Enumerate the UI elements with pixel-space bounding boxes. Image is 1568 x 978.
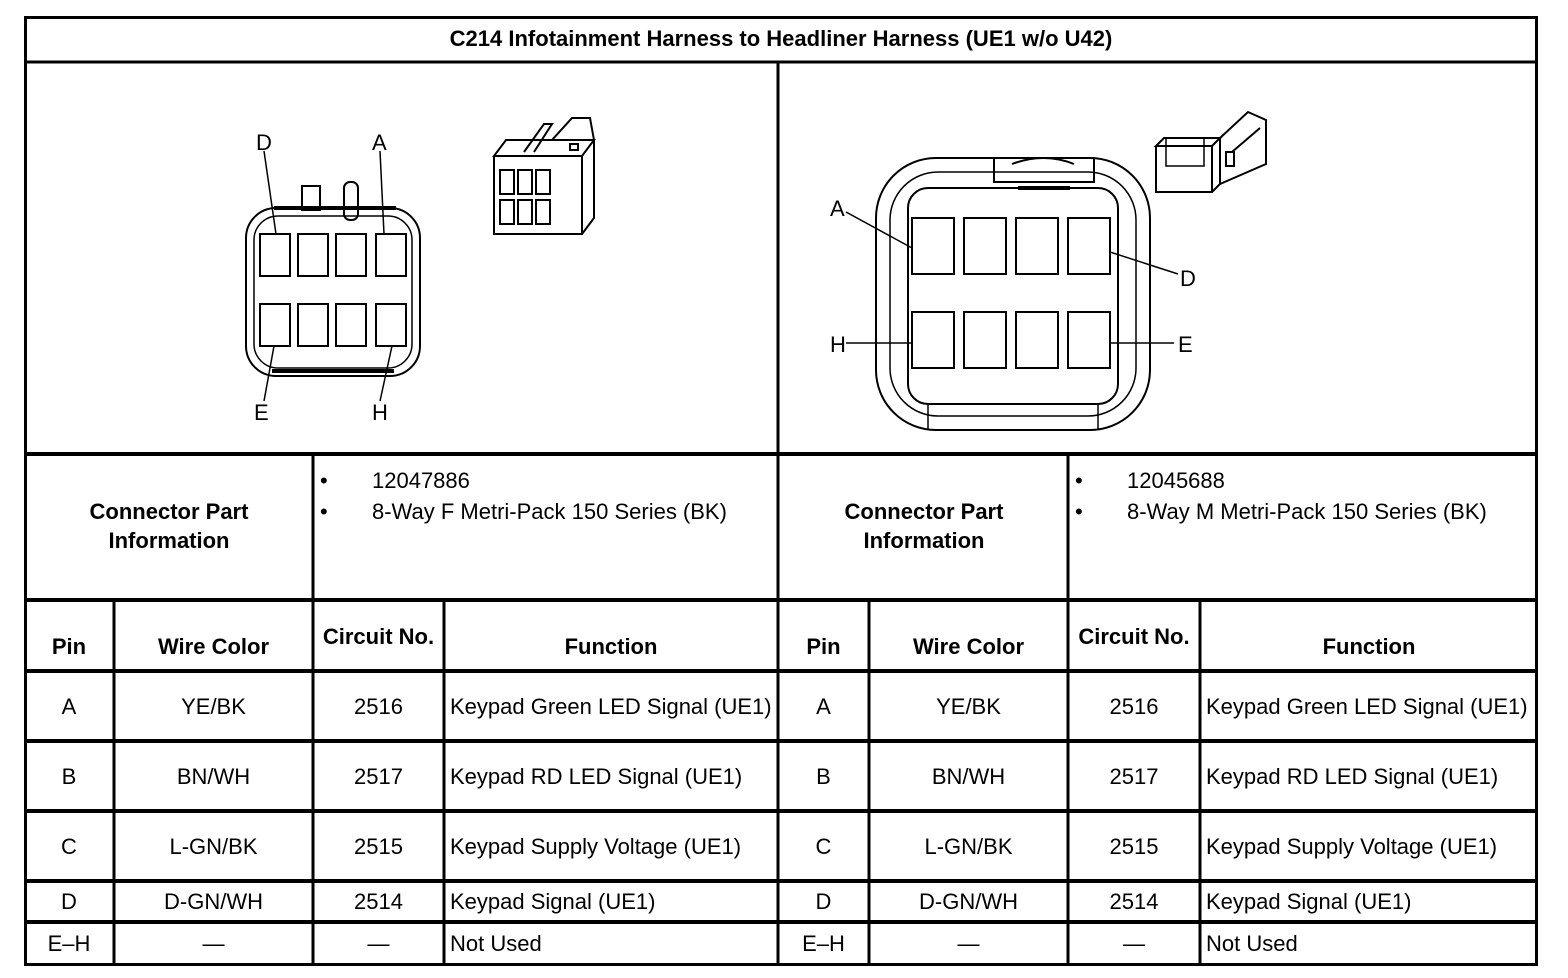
right-row-eh-circuit: — [1123,930,1145,956]
right-part-series: 8-Way M Metri-Pack 150 Series (BK) [1069,496,1535,527]
left-row-a-pin: A [61,693,77,719]
right-row-a-pin: A [816,693,831,719]
left-pin-label-h: H [372,400,388,425]
left-header-function: Function [564,633,658,659]
right-header-function: Function [1322,633,1416,659]
left-row-a-function: Keypad Green LED Signal (UE1) [450,693,772,719]
left-row-d-pin: D [61,889,77,914]
right-pin-label-h: H [830,332,846,357]
left-part-series: 8-Way F Metri-Pack 150 Series (BK) [314,496,774,527]
left-part-number: 12047886 [314,465,774,496]
right-header-wire-color: Wire Color [912,633,1025,659]
right-part-info-label: Connector Part Information [844,499,1004,553]
right-header-pin: Pin [806,633,841,659]
right-row-c-circuit: 2515 [1109,833,1159,859]
left-row-c-circuit: 2515 [354,833,403,859]
right-part-number: 12045688 [1069,465,1535,496]
right-row-d-circuit: 2514 [1109,889,1159,914]
right-row-d-wire: D-GN/WH [919,889,1018,914]
right-row-c-pin: C [815,833,832,859]
diagram-title: C214 Infotainment Harness to Headliner H… [449,26,1113,51]
right-row-d-pin: D [815,889,832,914]
right-row-b-function: Keypad RD LED Signal (UE1) [1206,763,1499,789]
right-row-c-function: Keypad Supply Voltage (UE1) [1206,833,1498,859]
left-row-eh-wire: — [202,930,225,956]
left-row-b-wire: BN/WH [176,763,251,789]
left-row-c-function: Keypad Supply Voltage (UE1) [450,833,742,859]
right-header-circuit: Circuit No. [1078,623,1190,649]
left-row-b-pin: B [61,763,77,789]
left-row-d-circuit: 2514 [354,889,403,914]
left-header-circuit: Circuit No. [322,623,435,649]
right-row-a-wire: YE/BK [936,693,1001,719]
left-pin-label-a: A [372,130,387,155]
left-row-b-function: Keypad RD LED Signal (UE1) [450,763,743,789]
left-row-d-wire: D-GN/WH [164,889,263,914]
right-row-b-circuit: 2517 [1109,763,1159,789]
left-pin-label-d: D [256,130,272,155]
right-row-b-pin: B [816,763,831,789]
left-row-d-function: Keypad Signal (UE1) [450,889,656,914]
left-header-wire-color: Wire Color [157,633,270,659]
left-row-c-wire: L-GN/BK [169,833,258,859]
right-row-c-wire: L-GN/BK [924,833,1013,859]
connector-diagram-sheet: C214 Infotainment Harness to Headliner H… [24,16,1538,966]
left-pin-label-e: E [254,400,269,425]
left-part-info-label: Connector Part Information [89,499,249,553]
right-connector-drawing: A D H E [830,110,1267,431]
left-row-b-circuit: 2517 [354,763,403,789]
left-header-pin: Pin [51,633,87,659]
left-row-eh-function: Not Used [450,930,542,956]
left-row-eh-pin: E–H [47,930,91,956]
right-pin-label-a: A [830,196,845,221]
right-pin-label-d: D [1180,266,1196,291]
right-pin-label-e: E [1178,332,1193,357]
right-row-eh-wire: — [957,930,980,956]
right-row-eh-function: Not Used [1206,930,1298,956]
right-part-info: 12045688 8-Way M Metri-Pack 150 Series (… [1069,465,1535,527]
left-row-eh-circuit: — [367,930,390,956]
right-row-eh-pin: E–H [802,930,845,956]
left-part-info: 12047886 8-Way F Metri-Pack 150 Series (… [314,465,774,527]
right-row-a-function: Keypad Green LED Signal (UE1) [1206,693,1528,719]
right-row-b-wire: BN/WH [931,763,1006,789]
table-grid [24,16,1538,966]
left-row-a-wire: YE/BK [181,693,246,719]
right-row-d-function: Keypad Signal (UE1) [1206,889,1412,914]
left-row-c-pin: C [61,833,77,859]
right-row-a-circuit: 2516 [1109,693,1159,719]
left-connector-drawing: D A E H [245,117,596,425]
left-row-a-circuit: 2516 [354,693,403,719]
